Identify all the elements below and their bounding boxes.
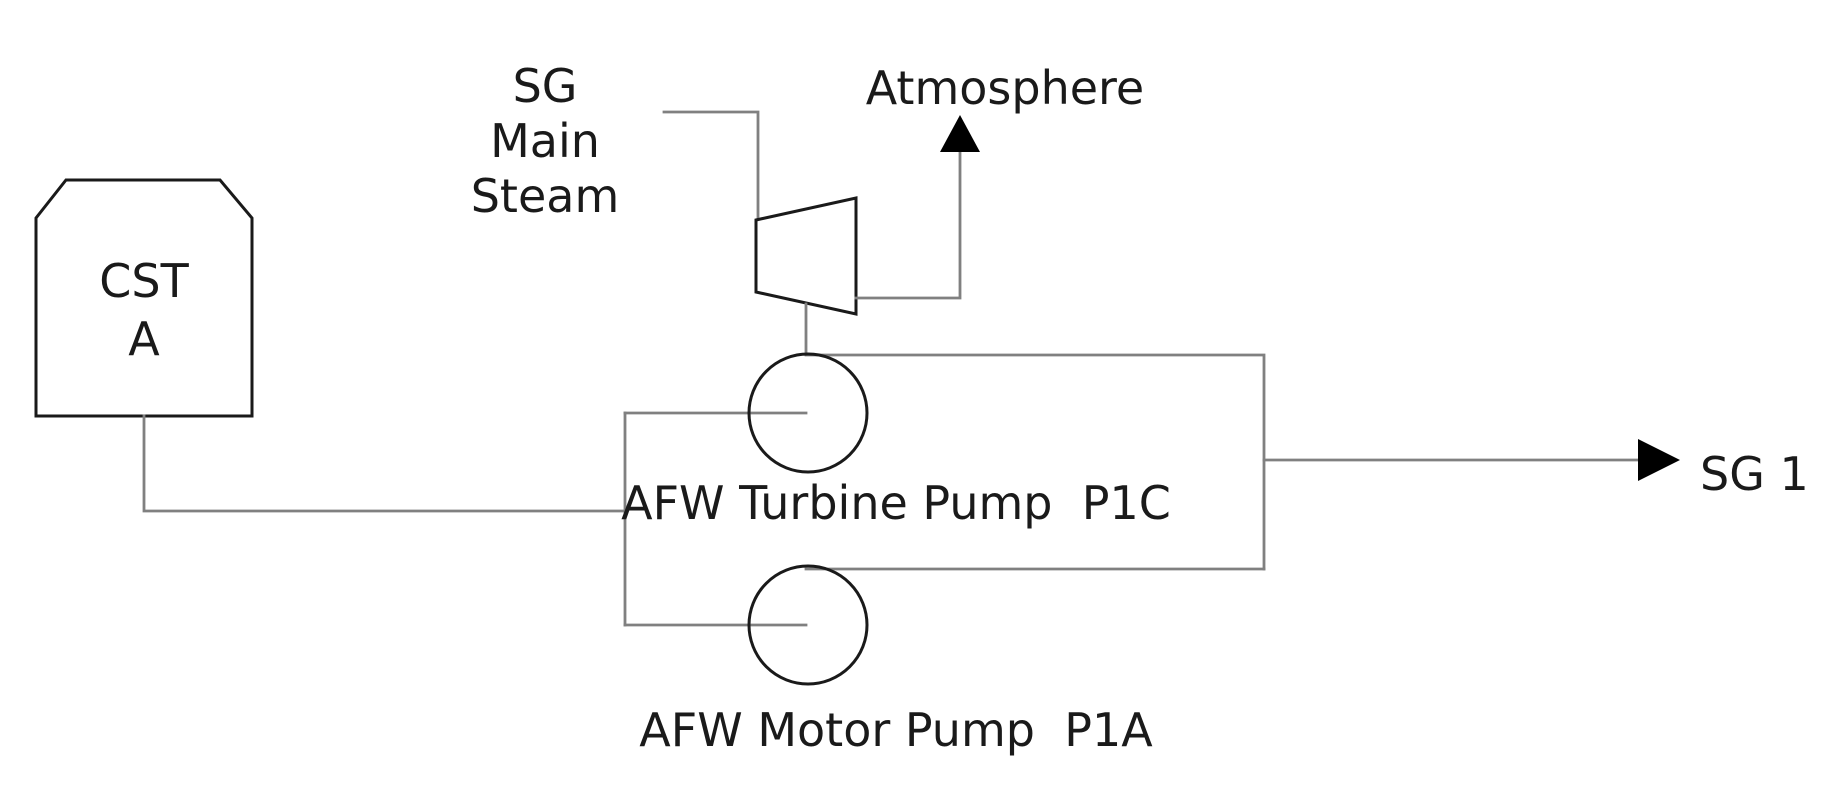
steam-source-label-line-2: Main [490,114,600,168]
turbine-driver [754,196,858,316]
cst-suction-pipe [142,414,627,513]
motor-pump-symbol [747,564,869,686]
sg1-label: SG 1 [1700,447,1809,501]
steam-source-label-line-3: Steam [471,169,620,223]
main-steam-supply-pipe [662,110,760,220]
turbine-pump-label: AFW Turbine Pump P1C [621,476,1171,530]
steam-source-label-line-1: SG [513,59,578,113]
cst-tank-label-line-1: CST [99,254,189,308]
motor-pump-label: AFW Motor Pump P1A [639,703,1153,757]
cst-tank-outline [34,178,254,418]
cst-tank: CST A [34,178,254,418]
sg1-arrow [1638,439,1680,481]
turbine-pump-symbol [747,352,869,474]
exhaust-label: Atmosphere [866,61,1144,115]
turbine-pump-discharge-pipe [804,353,1266,571]
exhaust-arrow [940,115,980,152]
turbine-exhaust-pipe [854,148,962,300]
cst-tank-label-line-2: A [128,312,160,366]
